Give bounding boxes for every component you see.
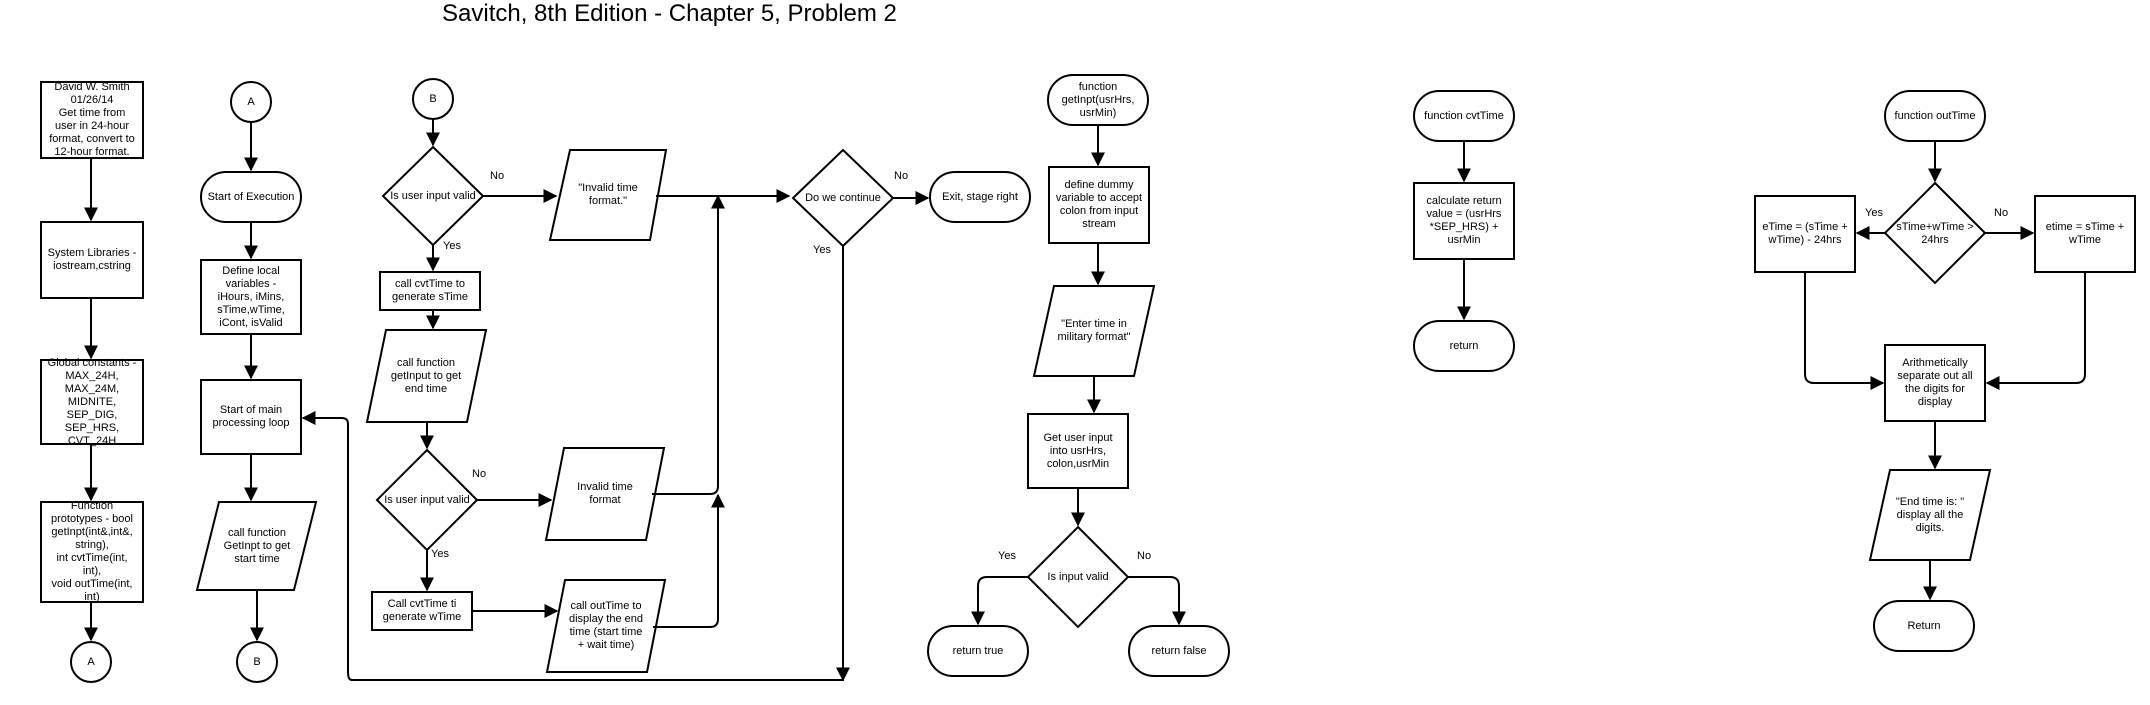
define-dummy-text: define dummy variable to accept colon fr… [1055, 179, 1143, 230]
valid1-text: Is user input valid [390, 189, 476, 202]
start-exec-text: Start of Execution [207, 190, 295, 203]
invalid1-io [548, 149, 668, 241]
main-loop-text: Start of main processing loop [212, 404, 290, 429]
continue-no-label: No [894, 170, 909, 182]
over24-decision [1883, 181, 1987, 285]
valid2-yes-label: Yes [431, 548, 449, 560]
return-cvt-text: return [1449, 339, 1479, 352]
valid1-no-label: No [490, 170, 505, 182]
call-cvt-s-box [379, 271, 481, 311]
define-dummy-box [1048, 166, 1150, 244]
call-outtime-io [545, 579, 667, 673]
calc-return-box [1413, 182, 1515, 260]
fn-getinpt-text: function getInpt(usrHrs, usrMin) [1061, 80, 1135, 119]
return-true-terminal [927, 625, 1029, 677]
input-valid-text: Is input valid [1047, 570, 1109, 583]
valid1-yes-label: Yes [443, 240, 461, 252]
fn-outtime-text: function outTime [1894, 109, 1976, 122]
input-no-label: No [1137, 550, 1152, 562]
call-getinput-end-text: call function getInput to get end time [390, 356, 462, 395]
call-outtime-text: call outTime to display the end time (st… [569, 600, 643, 651]
define-locals-box [200, 259, 302, 335]
over24-text: sTime+wTime > 24hrs [1896, 221, 1974, 246]
return-cvt-terminal [1413, 320, 1515, 372]
call-getinpt-start-io [195, 501, 318, 591]
globals-box [40, 359, 144, 445]
invalid2-text: Invalid time format [577, 481, 633, 506]
calc-return-text: calculate return value = (usrHrs *SEP_HR… [1426, 195, 1502, 246]
enter-time-text: "Enter time in military format" [1057, 318, 1131, 343]
prototypes-text: Function prototypes - bool getInpt(int&,… [51, 500, 133, 603]
over24-no-label: No [1994, 207, 2009, 219]
arith-text: Arithmetically separate out all the digi… [1897, 357, 1973, 408]
exit-terminal [929, 171, 1031, 223]
connector-a-end-label: A [87, 655, 95, 668]
connector-b-start-label: B [429, 92, 437, 105]
continue-yes-label: Yes [813, 244, 831, 256]
return-out-text: Return [1907, 619, 1941, 632]
sys-libs-text: System Libraries - iostream,cstring [47, 247, 137, 272]
page-title: Savitch, 8th Edition - Chapter 5, Proble… [442, 0, 897, 27]
connector-b-end [236, 641, 278, 683]
end-time-text: "End time is: " display all the digits. [1895, 495, 1965, 534]
invalid2-io [544, 447, 666, 541]
fn-cvttime-text: function cvtTime [1424, 109, 1504, 122]
define-locals-text: Define local variables - iHours, iMins, … [217, 264, 285, 329]
sys-libs-box [40, 221, 144, 299]
return-false-text: return false [1151, 644, 1207, 657]
etime-minus-box [1754, 195, 1856, 273]
over24-yes-label: Yes [1865, 207, 1883, 219]
invalid1-text: "Invalid time format." [578, 182, 638, 207]
continue-text: Do we continue [805, 191, 881, 204]
prototypes-box [40, 501, 144, 603]
return-true-text: return true [952, 644, 1004, 657]
etime-minus-text: eTime = (sTime + wTime) - 24hrs [1762, 221, 1848, 246]
call-getinput-end-io [365, 329, 488, 423]
call-cvt-w-box [371, 591, 473, 631]
globals-text: Global constants - MAX_24H, MAX_24M, MID… [47, 356, 137, 447]
get-input-text: Get user input into usrHrs, colon,usrMin [1043, 431, 1113, 470]
valid2-no-label: No [472, 468, 487, 480]
call-getinpt-start-text: call function GetInpt to get start time [223, 526, 291, 565]
input-valid-decision [1026, 525, 1130, 629]
exit-text: Exit, stage right [942, 190, 1018, 203]
etime-plus-text: etime = sTime + wTime [2045, 221, 2125, 246]
arith-box [1884, 344, 1986, 422]
call-cvt-w-text: Call cvtTime ti generate wTime [382, 598, 462, 623]
enter-time-io [1032, 285, 1156, 377]
connector-a-end [70, 641, 112, 683]
call-cvt-s-text: call cvtTime to generate sTime [391, 278, 469, 303]
get-input-box [1027, 413, 1129, 489]
input-yes-label: Yes [998, 550, 1016, 562]
return-false-terminal [1128, 625, 1230, 677]
valid2-text: Is user input valid [384, 493, 470, 506]
return-out-terminal [1873, 600, 1975, 652]
end-time-io [1868, 469, 1992, 561]
header-text: David W. Smith 01/26/14 Get time from us… [49, 81, 135, 158]
header-box [40, 81, 144, 159]
connector-a-start-label: A [247, 95, 255, 108]
connector-b-end-label: B [253, 655, 261, 668]
